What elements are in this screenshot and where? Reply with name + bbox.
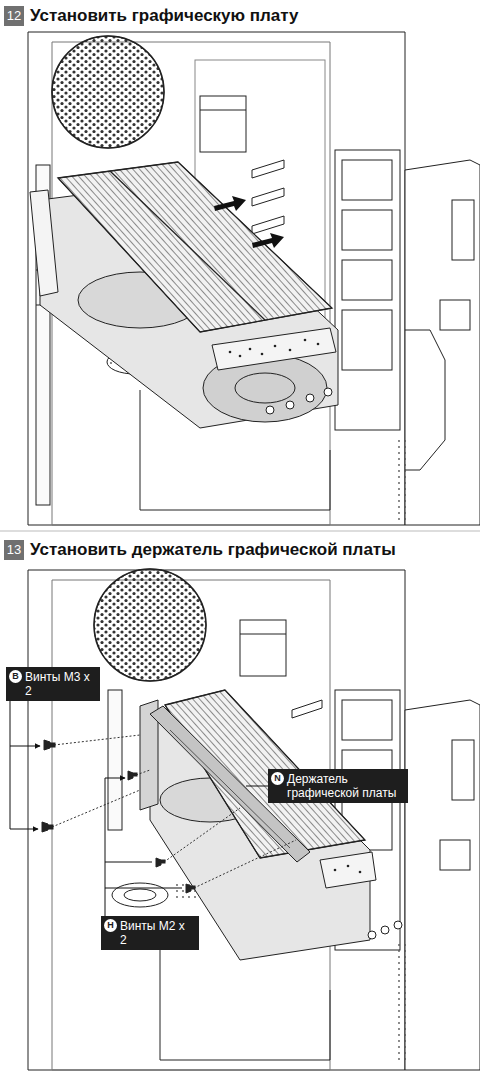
step-number: 13 bbox=[4, 540, 24, 560]
step-header: 13 Установить держатель графической платы bbox=[4, 540, 396, 560]
part-callout: HВинты M2 x 2 bbox=[101, 916, 199, 950]
step-header: 12 Установить графическую плату bbox=[4, 6, 299, 26]
part-letter: B bbox=[9, 670, 22, 683]
part-callout: BВинты M3 x 2 bbox=[6, 667, 100, 701]
panel-install-card bbox=[28, 32, 480, 525]
step-number: 12 bbox=[4, 6, 24, 26]
part-name: Держатель графической платы bbox=[287, 772, 403, 800]
part-letter: H bbox=[104, 919, 117, 932]
step-heading: Установить графическую плату bbox=[30, 6, 299, 26]
part-callout: NДержатель графической платы bbox=[268, 769, 408, 803]
part-letter: N bbox=[271, 772, 284, 785]
part-name: Винты M3 x 2 bbox=[25, 670, 95, 698]
part-name: Винты M2 x 2 bbox=[120, 919, 194, 947]
step-heading: Установить держатель графической платы bbox=[30, 540, 396, 560]
panel-install-holder bbox=[10, 569, 480, 1070]
